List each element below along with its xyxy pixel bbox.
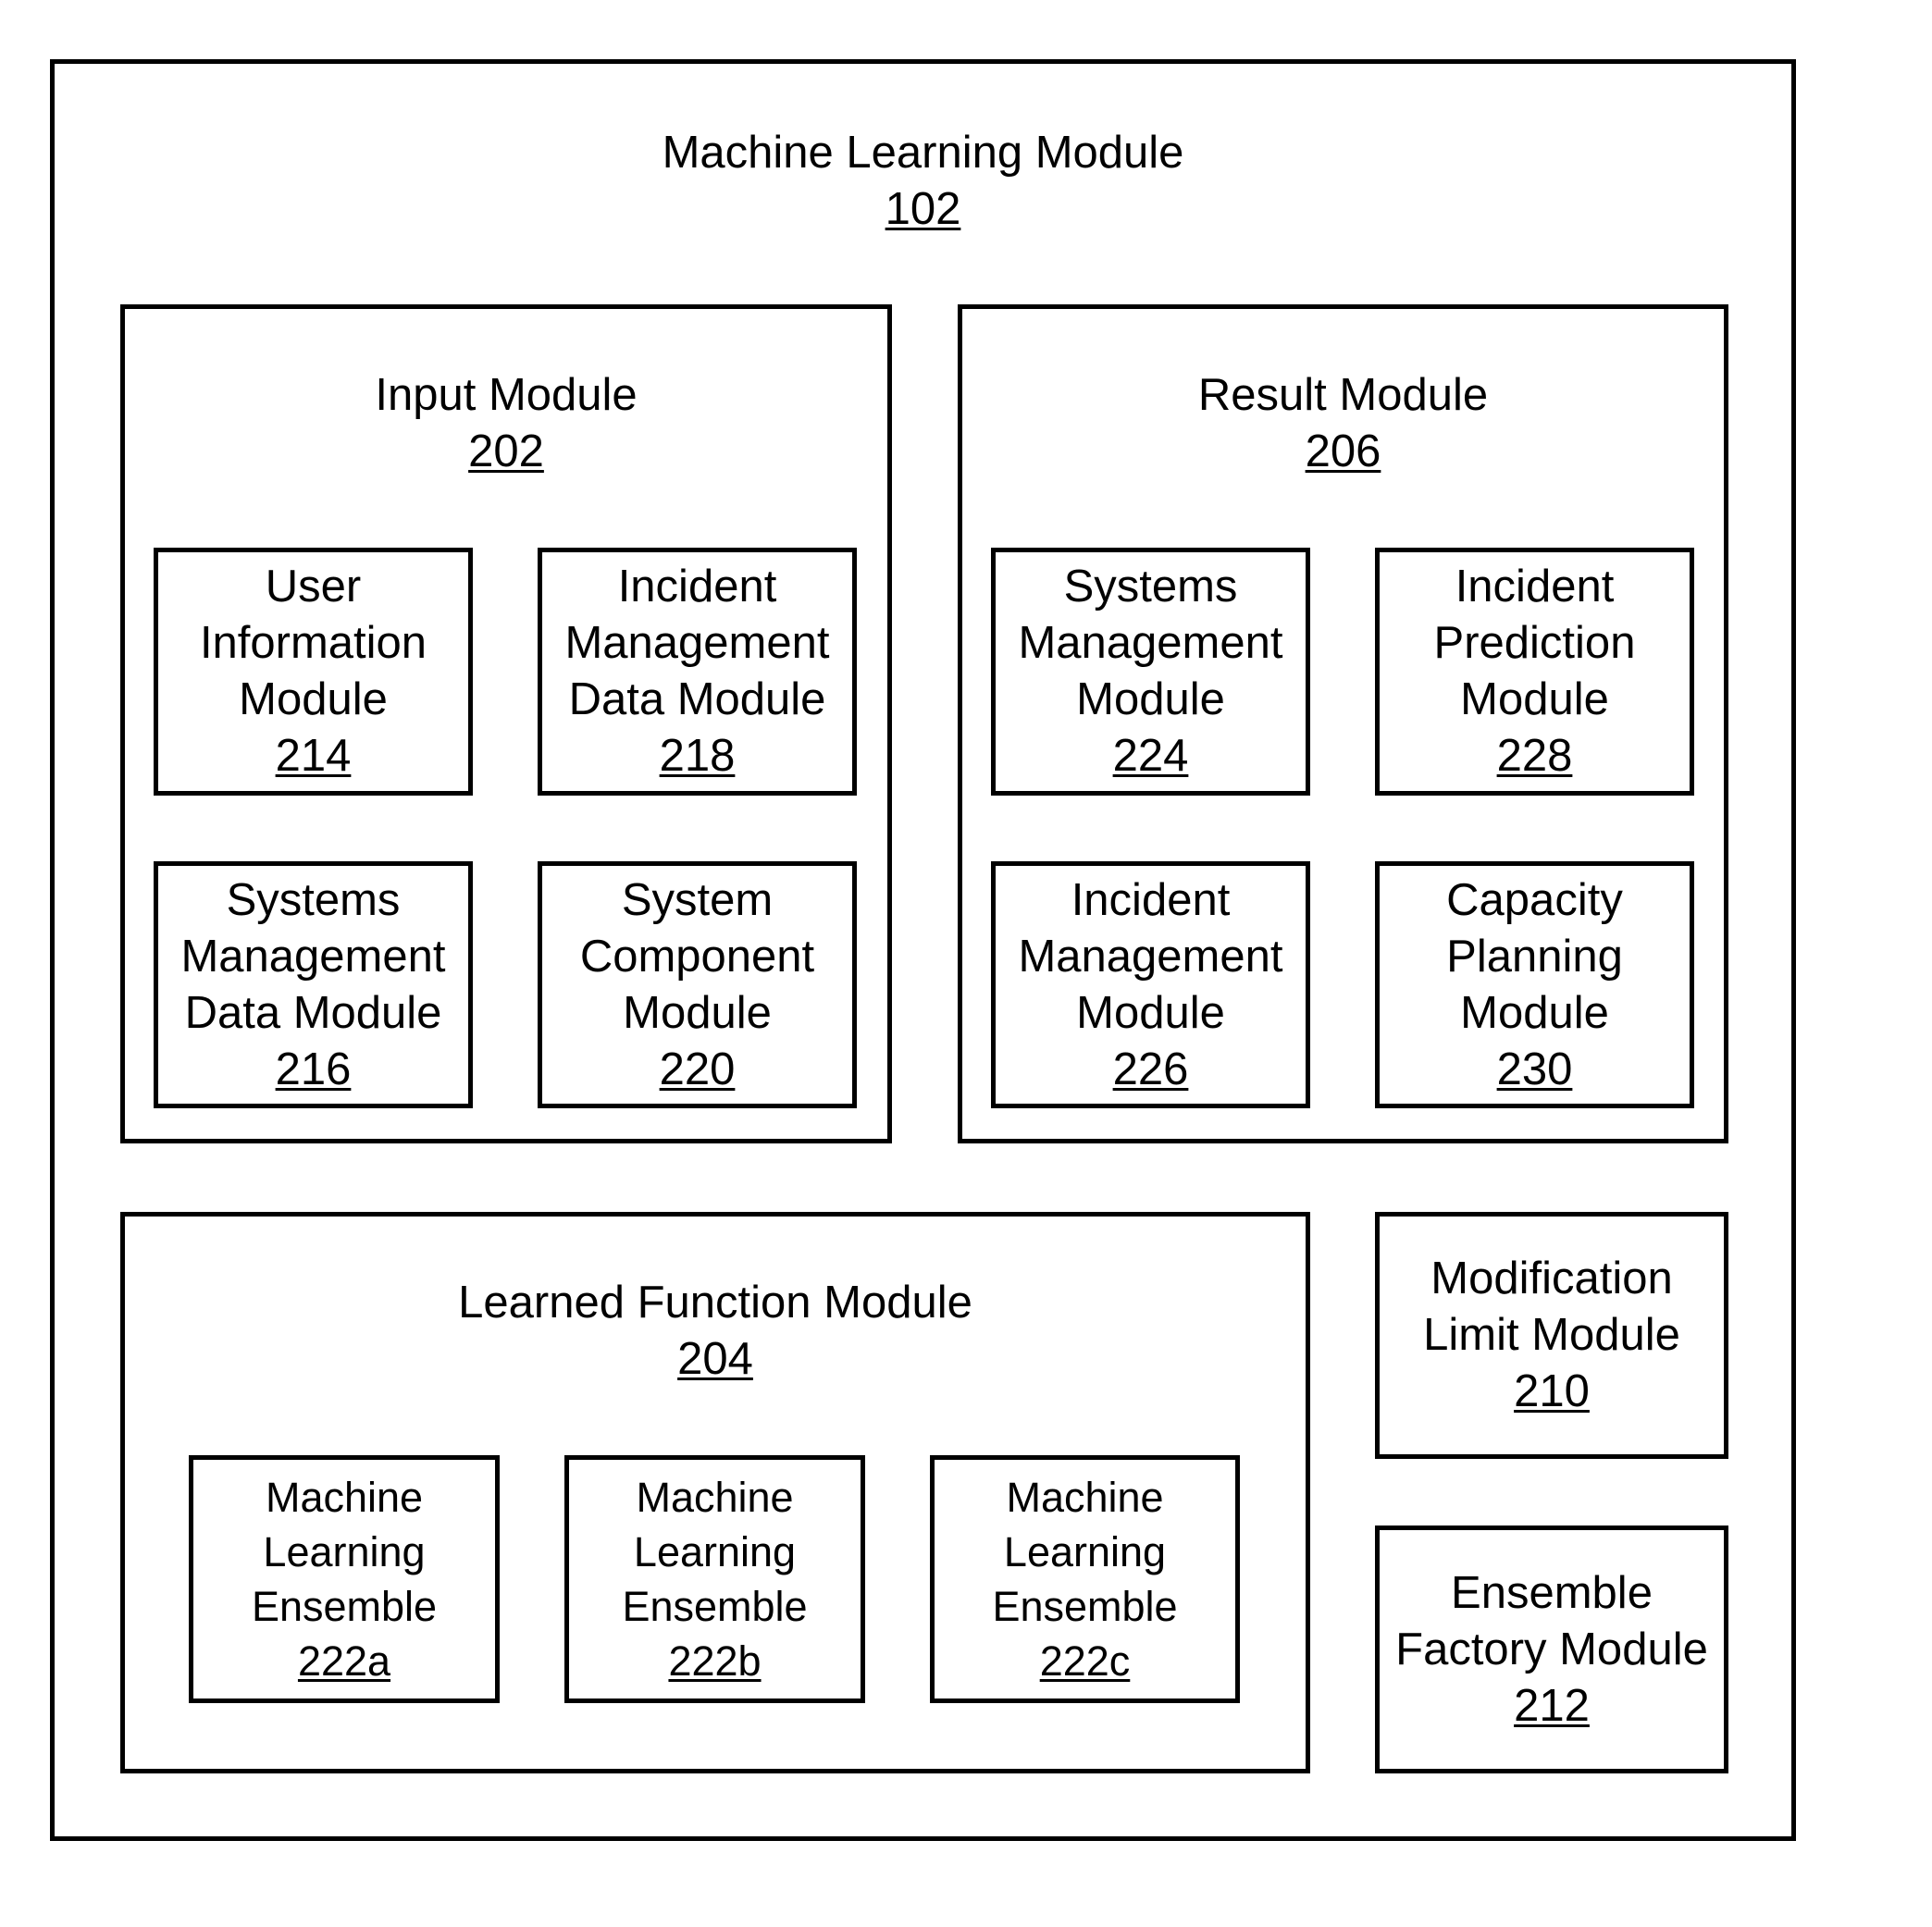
machine-learning-module-label: Machine Learning Module 102 (55, 125, 1791, 238)
module-label-line: Modification (1430, 1251, 1672, 1307)
learned-function-module-number: 204 (125, 1331, 1306, 1388)
incident-prediction-module-box: Incident Prediction Module 228 (1375, 548, 1694, 796)
module-label-line: Data Module (569, 672, 826, 728)
module-label-line: Factory Module (1395, 1622, 1708, 1678)
module-label-line: System (622, 872, 773, 929)
module-label-line: Machine (266, 1470, 423, 1525)
ensemble-factory-module-box: Ensemble Factory Module 212 (1375, 1526, 1728, 1773)
module-label-line: Information (200, 615, 427, 672)
module-label-line: Capacity (1446, 872, 1623, 929)
systems-management-module-box: Systems Management Module 224 (991, 548, 1310, 796)
learned-function-module-title: Learned Function Module (125, 1275, 1306, 1331)
module-label-line: Module (1460, 672, 1609, 728)
module-label-line: Ensemble (252, 1579, 437, 1634)
module-label-line: Incident (1071, 872, 1231, 929)
capacity-planning-module-box: Capacity Planning Module 230 (1375, 861, 1694, 1108)
module-number: 214 (276, 728, 352, 784)
module-label-line: Incident (1455, 559, 1615, 615)
module-label-line: Data Module (185, 985, 442, 1042)
input-module-label: Input Module 202 (125, 367, 887, 480)
module-label-line: Ensemble (992, 1579, 1177, 1634)
machine-learning-ensemble-222b-box: Machine Learning Ensemble 222b (564, 1455, 865, 1703)
module-label-line: Machine (1006, 1470, 1163, 1525)
module-label-line: Module (1076, 985, 1225, 1042)
module-label-line: Management (1018, 929, 1282, 985)
module-label-line: Limit Module (1423, 1307, 1680, 1364)
module-label-line: Management (564, 615, 829, 672)
module-label-line: Learning (1004, 1525, 1166, 1579)
module-label-line: Planning (1446, 929, 1623, 985)
module-label-line: Machine (636, 1470, 793, 1525)
module-label-line: Incident (618, 559, 777, 615)
module-label-line: Prediction (1434, 615, 1636, 672)
module-label-line: Module (623, 985, 772, 1042)
machine-learning-ensemble-222a-box: Machine Learning Ensemble 222a (189, 1455, 500, 1703)
result-module-number: 206 (962, 424, 1724, 480)
module-label-line: Learning (634, 1525, 796, 1579)
module-number: 226 (1113, 1042, 1189, 1098)
module-label-line: User (266, 559, 361, 615)
module-number: 222a (298, 1634, 390, 1688)
module-number: 218 (660, 728, 736, 784)
module-label-line: Module (239, 672, 388, 728)
module-label-line: Component (580, 929, 814, 985)
module-number: 220 (660, 1042, 736, 1098)
modification-limit-module-box: Modification Limit Module 210 (1375, 1212, 1728, 1459)
input-module-title: Input Module (125, 367, 887, 424)
module-label-line: Management (180, 929, 445, 985)
machine-learning-module-number: 102 (55, 181, 1791, 238)
machine-learning-ensemble-222c-box: Machine Learning Ensemble 222c (930, 1455, 1240, 1703)
machine-learning-module-title: Machine Learning Module (55, 125, 1791, 181)
module-label-line: Management (1018, 615, 1282, 672)
module-label-line: Systems (227, 872, 401, 929)
module-label-line: Ensemble (1451, 1565, 1653, 1622)
systems-management-data-module-box: Systems Management Data Module 216 (154, 861, 473, 1108)
learned-function-module-label: Learned Function Module 204 (125, 1275, 1306, 1388)
incident-management-module-box: Incident Management Module 226 (991, 861, 1310, 1108)
module-number: 222c (1040, 1634, 1131, 1688)
module-label-line: Module (1460, 985, 1609, 1042)
module-number: 224 (1113, 728, 1189, 784)
result-module-label: Result Module 206 (962, 367, 1724, 480)
user-information-module-box: User Information Module 214 (154, 548, 473, 796)
module-number: 222b (668, 1634, 761, 1688)
result-module-title: Result Module (962, 367, 1724, 424)
incident-management-data-module-box: Incident Management Data Module 218 (538, 548, 857, 796)
module-number: 216 (276, 1042, 352, 1098)
module-number: 212 (1514, 1678, 1590, 1735)
module-label-line: Systems (1064, 559, 1238, 615)
module-label-line: Learning (263, 1525, 425, 1579)
module-label-line: Module (1076, 672, 1225, 728)
module-label-line: Ensemble (622, 1579, 807, 1634)
module-number: 228 (1497, 728, 1573, 784)
module-number: 230 (1497, 1042, 1573, 1098)
input-module-number: 202 (125, 424, 887, 480)
system-component-module-box: System Component Module 220 (538, 861, 857, 1108)
module-number: 210 (1514, 1364, 1590, 1420)
